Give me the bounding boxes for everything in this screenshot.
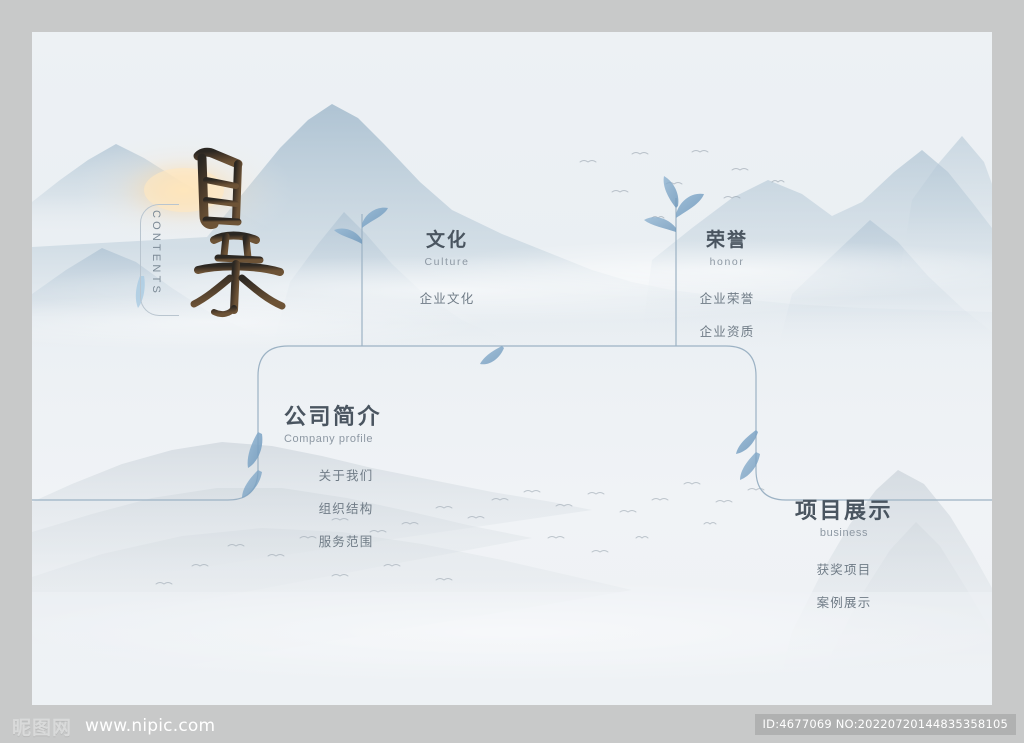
footer-watermark-bar: 昵图网 www.nipic.com ID:4677069 NO:20220720… [0, 705, 1024, 743]
section-honor-subtitle: honor [709, 255, 745, 268]
section-company-profile-item-0[interactable]: 关于我们 [318, 469, 374, 484]
section-business-items: 获奖项目 案例展示 [754, 559, 934, 611]
section-business[interactable]: 项目展示 business 获奖项目 案例展示 [754, 498, 934, 611]
section-honor-item-1[interactable]: 企业资质 [699, 324, 755, 339]
section-company-profile-title: 公司简介 [284, 404, 383, 429]
section-company-profile-subtitle: Company profile [284, 433, 374, 446]
asset-id-badge: ID:4677069 NO:20220720144835358105 [754, 714, 1016, 735]
section-company-profile-item-1[interactable]: 组织结构 [318, 502, 374, 517]
section-company-profile[interactable]: 公司简介 Company profile 关于我们 组织结构 服务范围 [284, 404, 464, 550]
section-business-subtitle: business [819, 527, 869, 540]
section-business-item-1[interactable]: 案例展示 [816, 596, 872, 611]
section-culture-item-0[interactable]: 企业文化 [419, 291, 475, 306]
section-honor-item-0[interactable]: 企业荣誉 [699, 291, 755, 306]
section-company-profile-items: 关于我们 组织结构 服务范围 [284, 465, 408, 550]
nipic-url-text: www.nipic.com [85, 716, 216, 736]
nipic-logo-text: 昵图网 [12, 717, 73, 739]
artwork-canvas: CONTENTS [32, 32, 992, 705]
section-company-profile-item-2[interactable]: 服务范围 [318, 535, 374, 550]
section-culture-subtitle: Culture [424, 255, 470, 268]
section-culture-title: 文化 [425, 230, 468, 251]
contents-heading-block: CONTENTS [132, 142, 332, 342]
mountain-landscape-background [32, 32, 992, 705]
section-culture[interactable]: 文化 Culture 企业文化 [392, 230, 502, 307]
contents-label-en: CONTENTS [150, 209, 162, 297]
section-business-title: 项目展示 [794, 498, 893, 523]
section-honor[interactable]: 荣誉 honor 企业荣誉 企业资质 [672, 230, 782, 340]
contents-bracket-shape [140, 204, 179, 316]
section-culture-items: 企业文化 [392, 288, 502, 307]
section-honor-title: 荣誉 [705, 230, 748, 251]
section-business-item-0[interactable]: 获奖项目 [816, 563, 872, 578]
section-honor-items: 企业荣誉 企业资质 [672, 288, 782, 340]
contents-label-cn-calligraphy [168, 142, 308, 318]
